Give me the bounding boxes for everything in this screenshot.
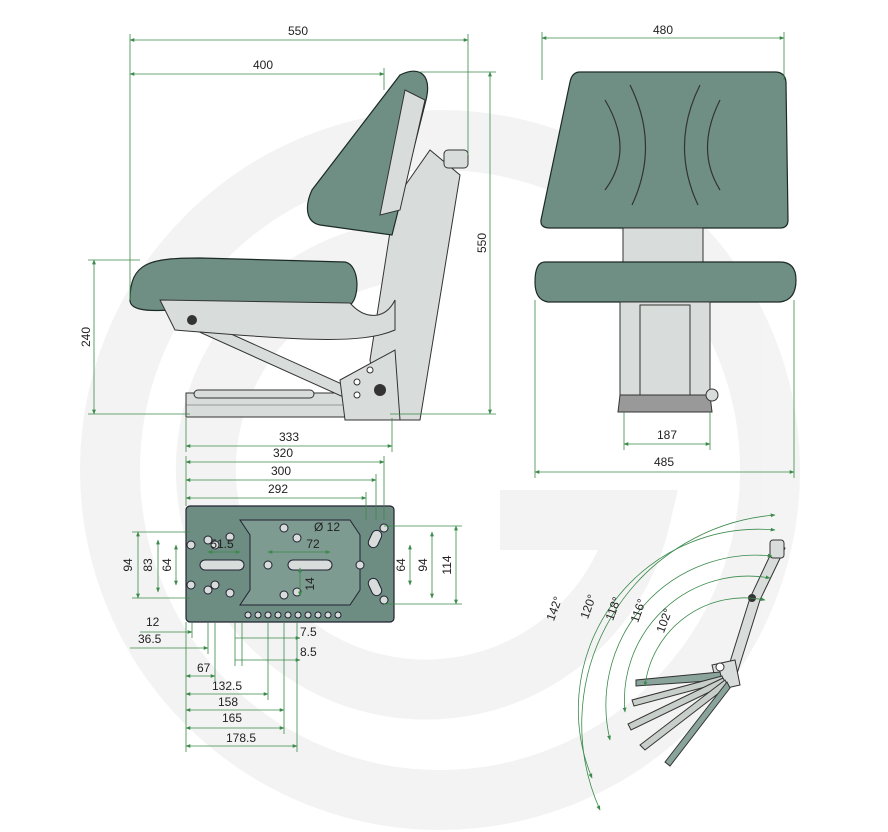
side-dimensions: 550 400 550 240 333 — [79, 24, 496, 452]
dim-72: 72 — [306, 537, 320, 551]
dim-83-left: 83 — [141, 558, 155, 572]
dim-320: 320 — [273, 446, 293, 460]
dim-67: 67 — [197, 661, 211, 675]
dim-480-backrest: 480 — [653, 23, 673, 37]
dim-240-seat-height: 240 — [79, 327, 93, 347]
dim-187-base: 187 — [657, 428, 677, 442]
dim-64-left: 64 — [160, 558, 174, 572]
dim-178-5: 178.5 — [226, 731, 256, 745]
dim-550-width: 550 — [288, 24, 308, 38]
dim-14: 14 — [303, 577, 317, 591]
dim-550-height: 550 — [475, 233, 489, 253]
dim-64-right: 64 — [394, 558, 408, 572]
tilt-view: 142° 120° 118° 116° 102° — [543, 513, 786, 811]
angle-102: 102° — [653, 606, 675, 634]
dim-12: 12 — [146, 615, 160, 629]
dim-8-5: 8.5 — [300, 645, 317, 659]
dim-300: 300 — [271, 464, 291, 478]
side-view — [129, 70, 469, 421]
dim-7-5: 7.5 — [300, 625, 317, 639]
dim-hole-diameter: Ø 12 — [314, 520, 340, 534]
dim-292: 292 — [268, 482, 288, 496]
front-view — [534, 71, 797, 413]
front-dimensions: 480 187 485 — [534, 23, 795, 478]
dim-36-5: 36.5 — [138, 632, 162, 646]
dim-165: 165 — [222, 711, 242, 725]
dim-94-left: 94 — [121, 558, 135, 572]
dim-333-base: 333 — [279, 430, 299, 444]
dim-485-seat: 485 — [654, 455, 674, 469]
dim-51-5: 51.5 — [210, 537, 234, 551]
dim-94-right: 94 — [416, 558, 430, 572]
dim-400-depth: 400 — [253, 58, 273, 72]
base-plate — [185, 505, 395, 623]
dim-158: 158 — [218, 695, 238, 709]
dim-114-right: 114 — [440, 555, 454, 574]
base-plate-dimensions: 320 300 292 Ø 12 51.5 72 14 94 83 64 64 … — [121, 446, 462, 752]
dim-132-5: 132.5 — [212, 679, 242, 693]
